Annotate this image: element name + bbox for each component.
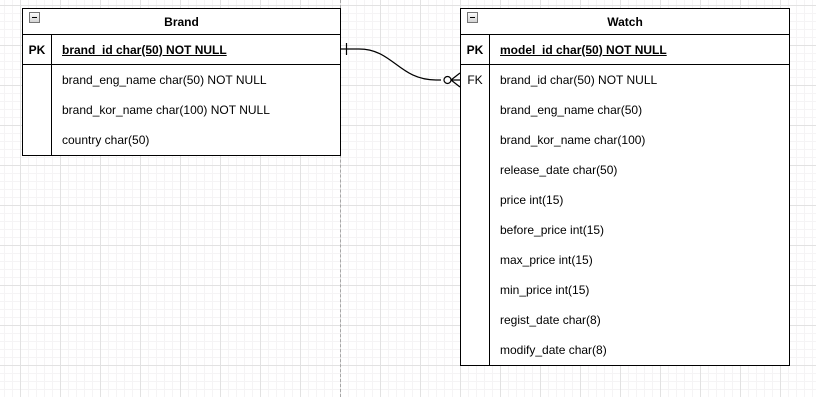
attribute-text: max_price int(15): [500, 253, 593, 267]
collapse-icon[interactable]: [467, 12, 478, 23]
attribute-text: brand_eng_name char(50): [500, 103, 643, 117]
key-label: [461, 125, 490, 155]
collapse-icon[interactable]: [29, 12, 40, 23]
key-label: FK: [461, 65, 490, 95]
attribute-row[interactable]: modify_date char(8): [461, 335, 789, 365]
attribute-row[interactable]: regist_date char(8): [461, 305, 789, 335]
key-label: PK: [461, 35, 490, 64]
attribute-text: min_price int(15): [500, 283, 590, 297]
entity-rows: PK model_id char(50) NOT NULL FK brand_id c…: [461, 35, 789, 365]
key-label: [461, 185, 490, 215]
minus-icon: [32, 17, 37, 18]
minus-icon: [470, 17, 475, 18]
entity-brand[interactable]: Brand PK brand_id char(50) NOT NULL brand_…: [22, 8, 341, 156]
page-break-line: [340, 0, 341, 397]
relationship-line[interactable]: [341, 48, 441, 81]
attribute-text: brand_kor_name char(100): [500, 133, 646, 147]
attribute-text: brand_eng_name char(50) NOT NULL: [62, 73, 267, 87]
key-label: [461, 95, 490, 125]
key-label: [461, 305, 490, 335]
entity-header[interactable]: Watch: [461, 9, 789, 35]
attribute-text: brand_id char(50) NOT NULL: [500, 73, 658, 87]
attribute-row[interactable]: PK brand_id char(50) NOT NULL: [23, 35, 340, 65]
key-label: PK: [23, 35, 52, 64]
entity-rows: PK brand_id char(50) NOT NULL brand_eng_na…: [23, 35, 340, 155]
key-label: [461, 155, 490, 185]
attribute-row[interactable]: min_price int(15): [461, 275, 789, 305]
attribute-row[interactable]: PK model_id char(50) NOT NULL: [461, 35, 789, 65]
key-label: [23, 95, 52, 125]
entity-title: Brand: [164, 14, 199, 29]
attribute-text: modify_date char(8): [500, 343, 607, 357]
attribute-row[interactable]: FK brand_id char(50) NOT NULL: [461, 65, 789, 95]
attribute-row[interactable]: price int(15): [461, 185, 789, 215]
entity-header[interactable]: Brand: [23, 9, 340, 35]
attribute-text: country char(50): [62, 133, 150, 147]
key-label: [461, 215, 490, 245]
key-label: [23, 65, 52, 95]
attribute-row[interactable]: before_price int(15): [461, 215, 789, 245]
attribute-row[interactable]: brand_eng_name char(50): [461, 95, 789, 125]
attribute-text: brand_id char(50) NOT NULL: [62, 42, 227, 57]
entity-watch[interactable]: Watch PK model_id char(50) NOT NULL FK bran…: [460, 8, 790, 366]
attribute-row[interactable]: brand_eng_name char(50) NOT NULL: [23, 65, 340, 95]
key-label: [461, 275, 490, 305]
attribute-row[interactable]: brand_kor_name char(100) NOT NULL: [23, 95, 340, 125]
attribute-text: regist_date char(8): [500, 313, 601, 327]
key-label: [23, 125, 52, 155]
key-label: [461, 245, 490, 275]
attribute-text: model_id char(50) NOT NULL: [500, 42, 667, 57]
attribute-row[interactable]: max_price int(15): [461, 245, 789, 275]
attribute-text: price int(15): [500, 193, 564, 207]
key-label: [461, 335, 490, 365]
attribute-text: release_date char(50): [500, 163, 618, 177]
entity-title: Watch: [607, 14, 643, 29]
attribute-text: before_price int(15): [500, 223, 605, 237]
attribute-row[interactable]: brand_kor_name char(100): [461, 125, 789, 155]
attribute-row[interactable]: release_date char(50): [461, 155, 789, 185]
attribute-text: brand_kor_name char(100) NOT NULL: [62, 103, 270, 117]
attribute-row[interactable]: country char(50): [23, 125, 340, 155]
cardinality-many-crowfoot: [450, 72, 461, 88]
